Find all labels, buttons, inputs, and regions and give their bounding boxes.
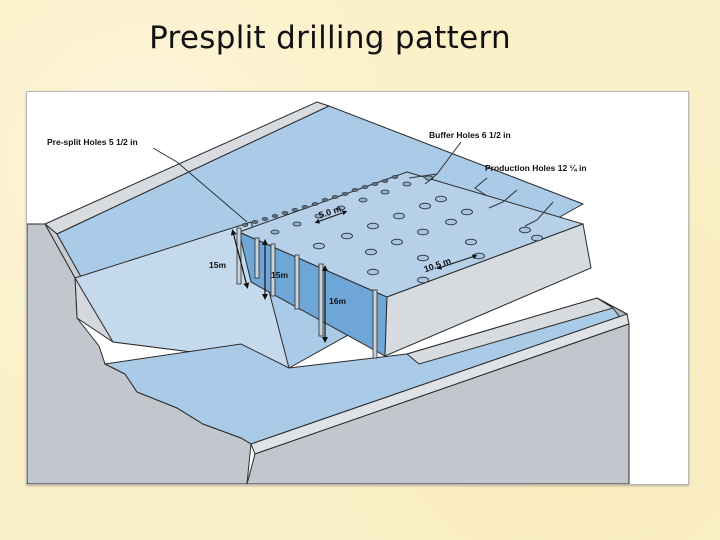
spacing-arrow-buffer	[314, 210, 348, 224]
presplit-holes	[241, 175, 399, 227]
depth-arrow-presplit	[230, 229, 250, 289]
diagram-frame: Pre-split Holes 5 1/2 in Buffer Holes 6 …	[26, 91, 689, 485]
label-production-holes: Production Holes 12 ¼ in	[485, 163, 587, 173]
slide-title: Presplit drilling pattern	[149, 20, 511, 56]
label-depth-buffer: 15m	[271, 270, 288, 280]
leader-production	[474, 177, 488, 197]
leader-buffer-2	[408, 173, 438, 179]
leader-production-2	[488, 189, 518, 209]
label-depth-presplit: 15m	[209, 260, 226, 270]
leader-presplit	[152, 147, 248, 223]
leader-production-3	[524, 201, 554, 227]
spacing-arrow-production	[436, 254, 478, 270]
label-depth-production: 16m	[329, 296, 346, 306]
foreground-shelf-face	[246, 323, 630, 484]
label-presplit-holes: Pre-split Holes 5 1/2 in	[47, 137, 138, 147]
bench-right-face	[384, 223, 592, 357]
drilling-pattern-diagram: Pre-split Holes 5 1/2 in Buffer Holes 6 …	[27, 101, 630, 484]
label-buffer-holes: Buffer Holes 6 1/2 in	[429, 130, 511, 140]
